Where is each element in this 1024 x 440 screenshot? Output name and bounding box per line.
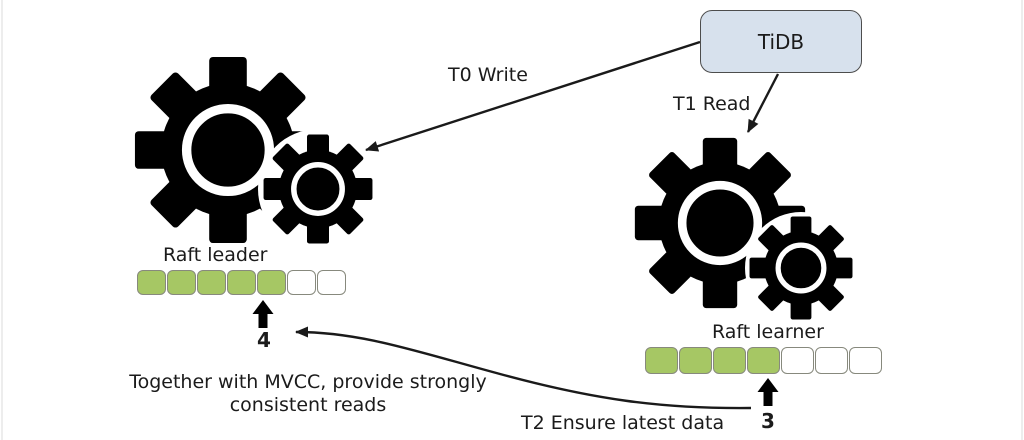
log-cell	[849, 347, 882, 374]
t0-write-label: T0 Write	[448, 64, 528, 86]
log-cell	[287, 270, 316, 295]
raft-leader-applied-index: 4	[257, 328, 271, 352]
t1-read-arrow	[746, 73, 780, 133]
mvcc-note-line2: consistent reads	[229, 394, 387, 416]
log-cell	[197, 270, 226, 295]
left-edge-line	[1, 0, 3, 440]
gears-icon-learner	[635, 138, 857, 324]
gears-icon-leader	[135, 57, 378, 249]
log-cell	[645, 347, 678, 374]
tidb-node: TiDB	[700, 10, 862, 73]
log-cell	[317, 270, 346, 295]
log-cell	[137, 270, 166, 295]
log-cell	[815, 347, 848, 374]
log-cell	[679, 347, 712, 374]
learner-index-arrow	[757, 378, 779, 406]
raft-learner-label: Raft learner	[712, 321, 824, 343]
t1-read-label: T1 Read	[673, 93, 751, 115]
mvcc-note: Together with MVCC, provide strongly con…	[113, 371, 503, 417]
t2-ensure-arrow	[295, 326, 752, 410]
t0-write-arrow	[365, 40, 701, 152]
log-cell	[713, 347, 746, 374]
tidb-node-label: TiDB	[757, 29, 805, 54]
log-cell	[747, 347, 780, 374]
right-edge-line	[1021, 0, 1023, 440]
raft-learner-log	[645, 347, 882, 374]
raft-leader-log	[137, 270, 346, 295]
t2-ensure-label: T2 Ensure latest data	[521, 412, 725, 434]
raft-learner-applied-index: 3	[761, 409, 775, 433]
log-cell	[257, 270, 286, 295]
leader-index-arrow	[252, 300, 274, 328]
log-cell	[781, 347, 814, 374]
raft-leader-label: Raft leader	[163, 244, 268, 266]
mvcc-note-line1: Together with MVCC, provide strongly	[129, 371, 487, 393]
log-cell	[227, 270, 256, 295]
log-cell	[167, 270, 196, 295]
